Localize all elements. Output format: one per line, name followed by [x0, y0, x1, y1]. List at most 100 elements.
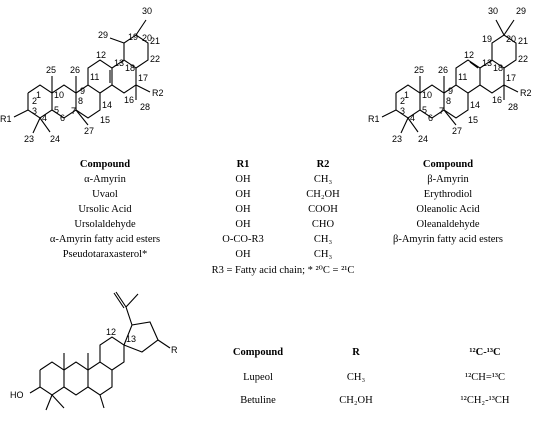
table1-header-compound-right: Compound	[422, 159, 474, 170]
ursane-label-20: 20	[142, 33, 152, 43]
ursane-label-29: 29	[98, 30, 108, 40]
oleanane-label-23: 23	[392, 134, 402, 144]
ursane-label-11: 11	[90, 72, 99, 82]
table1-row-r1: OH	[235, 249, 251, 260]
ursane-label-24: 24	[50, 134, 60, 144]
ursane-bonds	[13, 19, 151, 134]
oleanane-label-21: 21	[518, 36, 528, 46]
oleanane-label-16: 16	[492, 95, 502, 105]
lupane-skeleton: 12 13 HO R	[10, 291, 178, 411]
oleanane-label-29: 29	[516, 6, 526, 16]
ursane-label-r1: R1	[0, 114, 12, 124]
oleanane-label-25: 25	[414, 65, 424, 75]
ursane-label-12: 12	[96, 50, 106, 60]
table2-header-r: R	[352, 347, 360, 358]
oleanane-label-28: 28	[508, 102, 518, 112]
table1-row-r2: CH₂OH	[306, 189, 340, 200]
table2-row-r: CH₂OH	[339, 395, 373, 406]
oleanane-label-2: 2	[400, 96, 405, 106]
ursane-label-22: 22	[150, 54, 160, 64]
oleanane-label-12: 12	[464, 50, 474, 60]
oleanane-bonds	[381, 19, 519, 134]
oleanane-atom-labels: 1 2 3 4 5 6 7 8 9 10 11 12 13 14 15 16 1…	[368, 6, 532, 144]
ursane-label-26: 26	[70, 65, 80, 75]
oleanane-label-22: 22	[518, 54, 528, 64]
oleanane-label-7: 7	[439, 106, 444, 116]
table1-row-r1: OH	[235, 204, 251, 215]
table1-row-r2: CH₃	[313, 174, 333, 185]
table2-row-r: CH₃	[346, 372, 366, 383]
table2-header-compound: Compound	[232, 347, 284, 358]
table2-row-bond: ¹²CH=¹³C	[464, 372, 506, 383]
ursane-label-27: 27	[84, 126, 94, 136]
oleanane-label-5: 5	[422, 105, 427, 115]
table1-row-r1: OH	[235, 174, 251, 185]
table1-row-r2: CHO	[311, 219, 335, 230]
table1-row-right: β-Amyrin fatty acid esters	[392, 234, 504, 245]
oleanane-label-19: 19	[482, 34, 492, 44]
ursane-label-7: 7	[71, 106, 76, 116]
lupane-label-12: 12	[106, 327, 116, 337]
oleanane-label-13: 13	[482, 58, 492, 68]
ursane-label-r2: R2	[152, 88, 164, 98]
ursane-label-30: 30	[142, 6, 152, 16]
ursane-label-2: 2	[32, 96, 37, 106]
ursane-label-13: 13	[114, 58, 124, 68]
triterpene-table: Compound R1 R2 Compound α-Amyrin OH CH₃ …	[50, 159, 504, 260]
ursane-label-16: 16	[124, 95, 134, 105]
ursane-atom-labels: 1 2 3 4 5 6 7 8 9 10 11 12 13 14 15 16 1…	[0, 6, 164, 144]
table1-row-r2: CH₃	[313, 234, 333, 245]
table1-row-r2: CH₃	[313, 249, 333, 260]
oleanane-label-26: 26	[438, 65, 448, 75]
oleanane-label-9: 9	[448, 86, 453, 96]
table1-row-right: Erythrodiol	[423, 189, 473, 200]
table1-row-r2: COOH	[308, 204, 338, 215]
oleanane-label-3: 3	[400, 106, 405, 116]
table2-header-bond: ¹²C-¹³C	[469, 347, 501, 358]
oleanane-label-1: 1	[404, 90, 409, 100]
ursane-label-4: 4	[42, 113, 47, 123]
ursane-label-17: 17	[138, 73, 148, 83]
table2-row-compound: Betuline	[240, 395, 276, 406]
ursane-label-6: 6	[60, 113, 65, 123]
lupane-label-13: 13	[126, 334, 136, 344]
oleanane-label-11: 11	[458, 72, 467, 82]
ursane-label-3: 3	[32, 106, 37, 116]
ursane-label-9: 9	[80, 86, 85, 96]
lupane-bonds	[29, 291, 171, 411]
oleanane-label-17: 17	[506, 73, 516, 83]
ursane-label-14: 14	[102, 100, 112, 110]
oleanane-label-14: 14	[470, 100, 480, 110]
table1-row-r1: O-CO-R3	[222, 234, 264, 245]
lupane-label-ho: HO	[10, 390, 24, 400]
table1-row-right: Oleanaldehyde	[416, 219, 480, 230]
oleanane-label-4: 4	[410, 113, 415, 123]
oleanane-label-8: 8	[446, 96, 451, 106]
oleanane-label-6: 6	[428, 113, 433, 123]
table1-row-right: β-Amyrin	[427, 174, 469, 185]
ursane-label-28: 28	[140, 102, 150, 112]
ursane-label-19: 19	[128, 32, 138, 42]
ursane-label-5: 5	[54, 105, 59, 115]
ursane-label-25: 25	[46, 65, 56, 75]
table1-row-left: Uvaol	[92, 189, 118, 200]
ursane-label-8: 8	[78, 96, 83, 106]
ursane-label-10: 10	[54, 90, 64, 100]
table1-row-left: Ursolaldehyde	[74, 219, 136, 230]
table1-row-left: α-Amyrin	[84, 174, 126, 185]
oleanane-label-r1: R1	[368, 114, 380, 124]
oleanane-label-r2: R2	[520, 88, 532, 98]
lupane-label-r: R	[171, 345, 178, 355]
oleanane-label-20: 20	[506, 34, 516, 44]
table1-row-left: Pseudotaraxasterol*	[62, 249, 148, 260]
table1-header-r1: R1	[236, 159, 250, 170]
ursane-label-15: 15	[100, 115, 110, 125]
ursane-label-21: 21	[150, 36, 160, 46]
lupane-atom-labels: 12 13 HO R	[10, 327, 178, 400]
ursane-label-1: 1	[36, 90, 41, 100]
oleanane-label-24: 24	[418, 134, 428, 144]
table1-footnote: R3 = Fatty acid chain; * ²⁰C = ²¹C	[211, 265, 355, 276]
oleanane-label-18: 18	[493, 63, 503, 73]
table1-row-left: Ursolic Acid	[78, 204, 132, 215]
